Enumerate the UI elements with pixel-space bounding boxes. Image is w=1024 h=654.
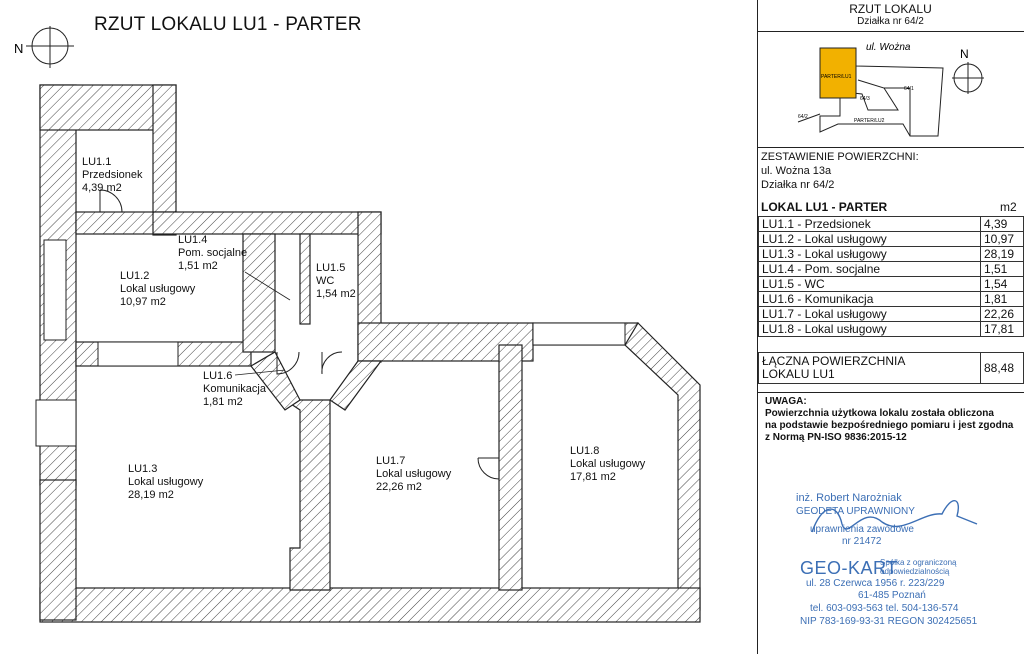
row-label: LU1.6 - Komunikacja [758,291,981,307]
row-value: 10,97 [980,231,1024,247]
row-value: 4,39 [980,216,1024,232]
company-city: 61-485 Poznań [858,590,926,601]
page-title: RZUT LOKALU LU1 - PARTER [94,14,362,35]
note: UWAGA: Powierzchnia użytkowa lokalu zost… [765,396,1013,444]
note-line: na podstawie bezpośredniego pomiaru i je… [765,420,1014,431]
map-north-label: N [960,47,969,61]
note-title: UWAGA: [765,396,807,407]
signature [811,500,978,533]
summary-title: ZESTAWIENIE POWIERZCHNI: [761,151,919,163]
map-label-64-1: 64/1 [904,86,914,92]
row-value: 22,26 [980,306,1024,322]
map-label-parter-lu2: PARTER/LU2 [854,118,885,124]
row-label: LU1.3 - Lokal usługowy [758,246,981,262]
leader-lines [234,271,291,376]
compass-rose-icon: N [14,26,74,68]
windows [35,239,626,447]
note-line: z Normą PN-ISO 9836:2015-12 [765,432,907,443]
map-label-parter-lu1: PARTER/LU1 [821,74,852,80]
plot-number: Działka nr 64/2 [761,179,835,191]
highlighted-parcel [819,47,857,99]
row-value: 28,19 [980,246,1024,262]
walls [39,84,701,623]
map-compass-icon [952,62,984,94]
company-address: ul. 28 Czerwca 1956 r. 223/229 [806,578,945,589]
row-label: LU1.7 - Lokal usługowy [758,306,981,322]
stamp-license-no: nr 21472 [842,536,882,547]
company-sub-1: Spółka z ograniczoną [880,558,957,567]
row-label: LU1.5 - WC [758,276,981,292]
stamp-title: GEODETA UPRAWNIONY [796,506,915,517]
row-label: LU1.4 - Pom. socjalne [758,261,981,277]
stamp-license: uprawnienia zawodowe [810,524,914,535]
total-value: 88,48 [980,352,1024,384]
north-label: N [14,41,23,56]
map-label-64-3: 64/3 [860,96,870,102]
street-label: ul. Wożna [866,42,911,53]
total-label-1: ŁĄCZNA POWIERZCHNIA [762,354,906,368]
row-value: 1,51 [980,261,1024,277]
company-phone: tel. 603-093-563 tel. 504-136-574 [810,603,959,614]
stamp-name: inż. Robert Narożniak [796,492,902,504]
company-nip: NIP 783-169-93-31 REGON 302425651 [800,616,978,627]
row-value: 1,54 [980,276,1024,292]
company-sub-2: odpowiedzialnością [880,567,950,576]
total-table: ŁĄCZNA POWIERZCHNIA LOKALU LU1 88,48 [758,352,1024,384]
table-title: LOKAL LU1 - PARTER [761,200,888,214]
note-line: Powierzchnia użytkowa lokalu została obl… [765,408,994,419]
row-label: LU1.2 - Lokal usługowy [758,231,981,247]
unit-label: m2 [1000,200,1017,214]
row-value: 17,81 [980,321,1024,337]
row-label: LU1.1 - Przedsionek [758,216,981,232]
map-label-64-2: 64/2 [798,114,808,120]
company-sub: Spółka z ograniczoną odpowiedzialnością [880,558,957,576]
info-panel [757,0,1024,654]
total-label-2: LOKALU LU1 [762,367,835,381]
location-map: ul. Wożna N PARTER/LU1 64/1 64/3 PARTER/… [797,42,984,137]
row-value: 1,81 [980,291,1024,307]
company-name: GEO-KART [800,558,898,578]
panel-header: RZUT LOKALU [849,2,932,16]
floor-plan [35,84,701,623]
row-label: LU1.8 - Lokal usługowy [758,321,981,337]
doors [99,189,500,480]
address: ul. Wożna 13a [761,165,832,177]
panel-subheader: Działka nr 64/2 [857,16,924,27]
